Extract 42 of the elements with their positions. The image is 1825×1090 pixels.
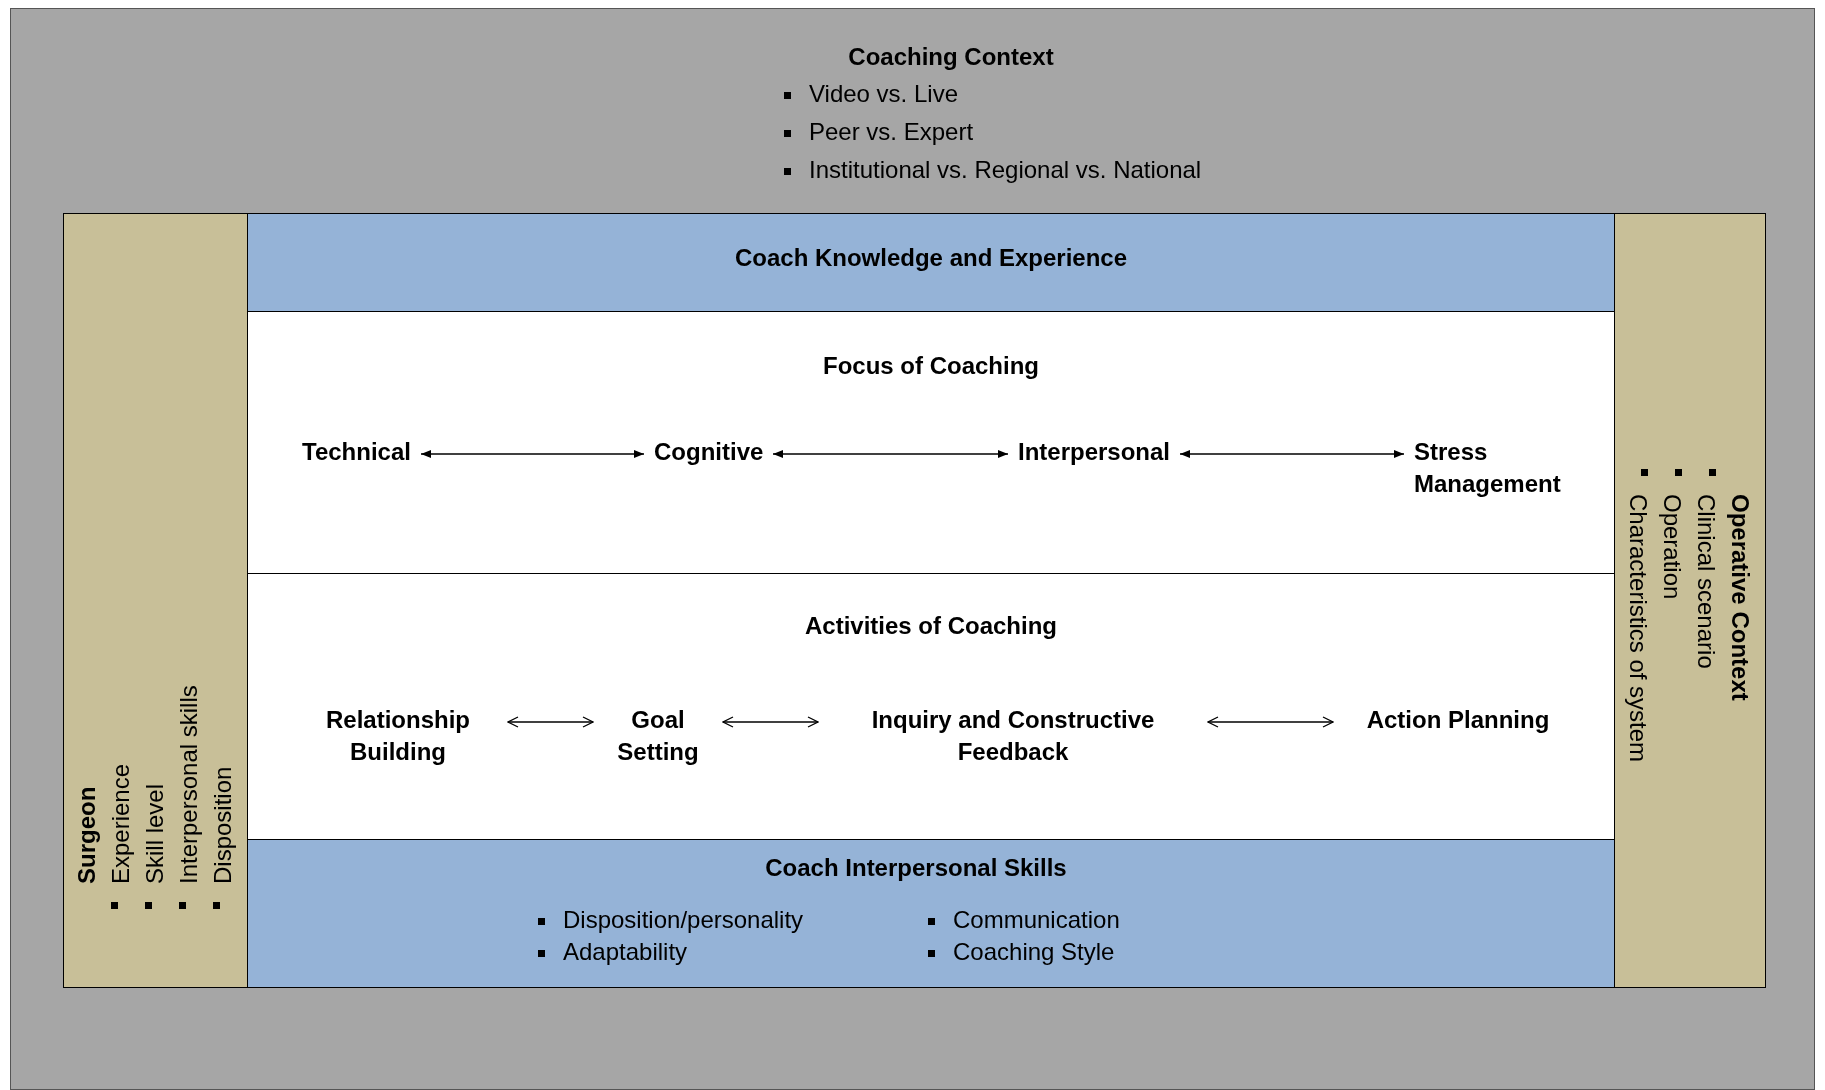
heading: Operative Context	[1727, 494, 1754, 701]
bullet-text: Adaptability	[563, 938, 688, 965]
heading: Coach Interpersonal Skills	[764, 854, 1068, 882]
activity-label: Relationship Building	[288, 704, 508, 768]
activity-label: Goal Setting	[593, 704, 723, 768]
concept-label: Stress Management	[1404, 436, 1614, 500]
bullet-text: Disposition/personality	[563, 906, 804, 933]
activity-label: Inquiry and Constructive Feedback	[818, 704, 1208, 768]
bullet-text: Experience	[107, 763, 134, 884]
concept-label: Cognitive	[644, 436, 774, 468]
double-arrow	[1207, 716, 1334, 728]
heading: Coach Knowledge and Experience	[733, 244, 1129, 272]
footer-band	[247, 839, 1615, 988]
concept-label: Interpersonal	[1008, 436, 1181, 468]
bullet-text: Coaching Style	[953, 938, 1115, 965]
side-band	[1614, 213, 1766, 988]
bullet-text: Interpersonal skills	[175, 685, 202, 884]
bullet-text: Skill level	[141, 783, 168, 884]
activity-label: Action Planning	[1333, 704, 1583, 736]
double-arrow	[772, 450, 1009, 458]
bullet-text: Video vs. Live	[809, 80, 958, 107]
bullet-text: Characteristics of system	[1625, 494, 1652, 763]
heading: Surgeon	[73, 786, 100, 884]
heading: Coaching Context	[847, 43, 1055, 71]
bullet-text: Operation	[1659, 494, 1686, 600]
double-arrow	[420, 450, 645, 458]
bullet-text: Institutional vs. Regional vs. National	[809, 156, 1202, 183]
context-panel	[10, 8, 1815, 1090]
double-arrow	[722, 716, 819, 728]
bullet-text: Communication	[953, 906, 1120, 933]
double-arrow	[1179, 450, 1405, 458]
heading: Focus of Coaching	[822, 352, 1040, 380]
header-band	[247, 213, 1615, 312]
concept-label: Technical	[292, 436, 421, 468]
bullet-text: Clinical scenario	[1693, 494, 1720, 669]
double-arrow	[507, 716, 594, 728]
content-panel	[247, 573, 1615, 840]
content-panel	[247, 311, 1615, 574]
heading: Activities of Coaching	[803, 612, 1058, 640]
side-band	[63, 213, 248, 988]
bullet-text: Disposition	[209, 766, 236, 884]
bullet-text: Peer vs. Expert	[809, 118, 974, 145]
